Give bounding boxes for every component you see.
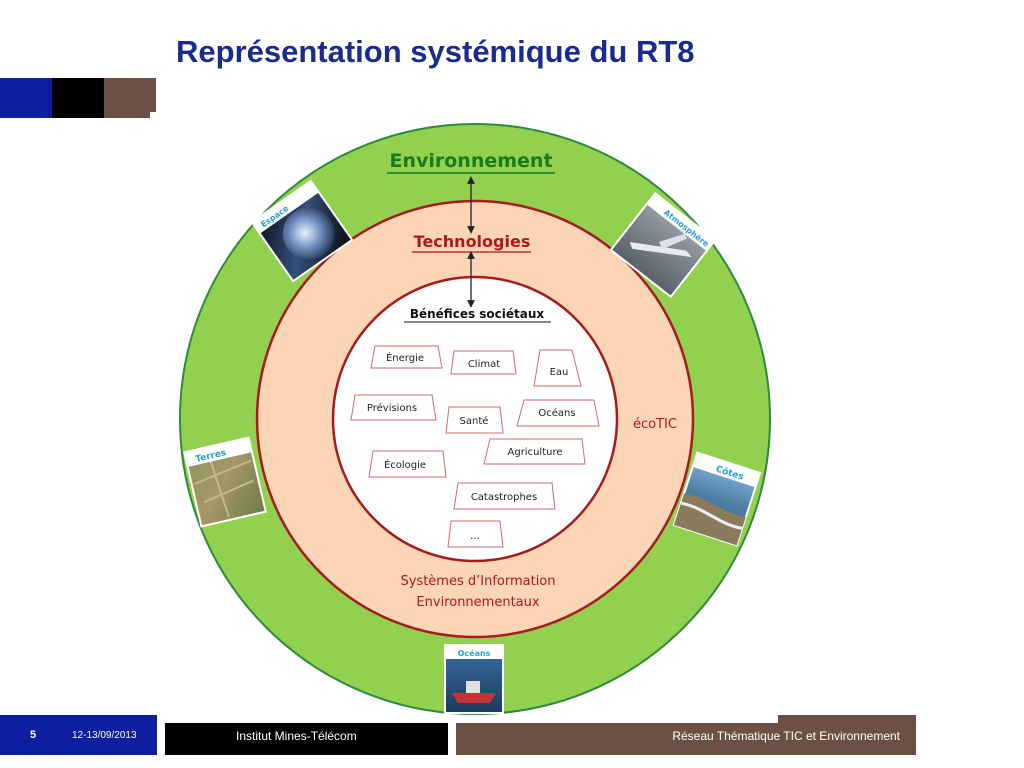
header-bar-black — [52, 78, 104, 118]
svg-text:Eau: Eau — [550, 367, 569, 378]
benefit-tag-energie: Énergie — [370, 345, 443, 369]
domain-card-terres: Terres — [183, 436, 267, 528]
header-bar-brown-edge — [104, 112, 150, 118]
benefit-tag-sante: Santé — [445, 406, 504, 434]
benefit-tag-ellipsis: … — [447, 520, 504, 548]
domain-card-espace: Espace — [250, 179, 354, 283]
svg-text:Écologie: Écologie — [384, 458, 426, 471]
footer-institution: Institut Mines-Télécom — [236, 729, 357, 743]
footer-date: 12-13/09/2013 — [72, 730, 137, 741]
svg-text:Agriculture: Agriculture — [508, 447, 563, 458]
svg-text:…: … — [470, 531, 480, 542]
benefit-tag-agriculture: Agriculture — [483, 438, 586, 465]
benefit-tag-eau: Eau — [533, 349, 582, 387]
benefit-tag-climat: Climat — [450, 350, 517, 375]
footer-bar-brown-top — [778, 715, 916, 723]
benefit-tag-oceans: Océans — [516, 399, 600, 427]
svg-text:Énergie: Énergie — [386, 351, 424, 364]
benefit-tag-catastrophes: Catastrophes — [453, 482, 556, 510]
sie-label-line2: Environnementaux — [416, 595, 539, 610]
svg-text:Catastrophes: Catastrophes — [471, 492, 537, 503]
technologies-label: Technologies — [414, 232, 531, 251]
domain-card-cotes: Côtes — [672, 451, 762, 547]
svg-text:Prévisions: Prévisions — [367, 402, 417, 414]
header-bar-blue — [0, 78, 52, 118]
header-bar-brown — [104, 78, 156, 112]
svg-text:Océans: Océans — [538, 407, 575, 419]
environment-label: Environnement — [389, 150, 552, 172]
domain-card-oceans: Océans — [444, 644, 504, 714]
footer-network: Réseau Thématique TIC et Environnement — [672, 729, 900, 743]
benefit-tag-previsions: Prévisions — [350, 394, 437, 421]
footer-bar-black — [165, 723, 448, 755]
svg-text:Climat: Climat — [468, 359, 500, 370]
page-title: Représentation systémique du RT8 — [176, 34, 695, 69]
page-number: 5 — [30, 729, 37, 741]
domain-label-oceans: Océans — [458, 648, 491, 658]
sie-label-line1: Systèmes d’Information — [400, 574, 555, 589]
benefits-label: Bénéfices sociétaux — [410, 307, 545, 321]
domain-card-atmosphere: Atmosphère — [609, 191, 717, 299]
benefit-tag-ecologie: Écologie — [368, 450, 447, 478]
footer-bar-blue — [0, 715, 157, 755]
svg-text:Santé: Santé — [460, 415, 489, 427]
footer-bar-brown — [456, 723, 916, 755]
ecotic-label: écoTIC — [633, 417, 677, 432]
